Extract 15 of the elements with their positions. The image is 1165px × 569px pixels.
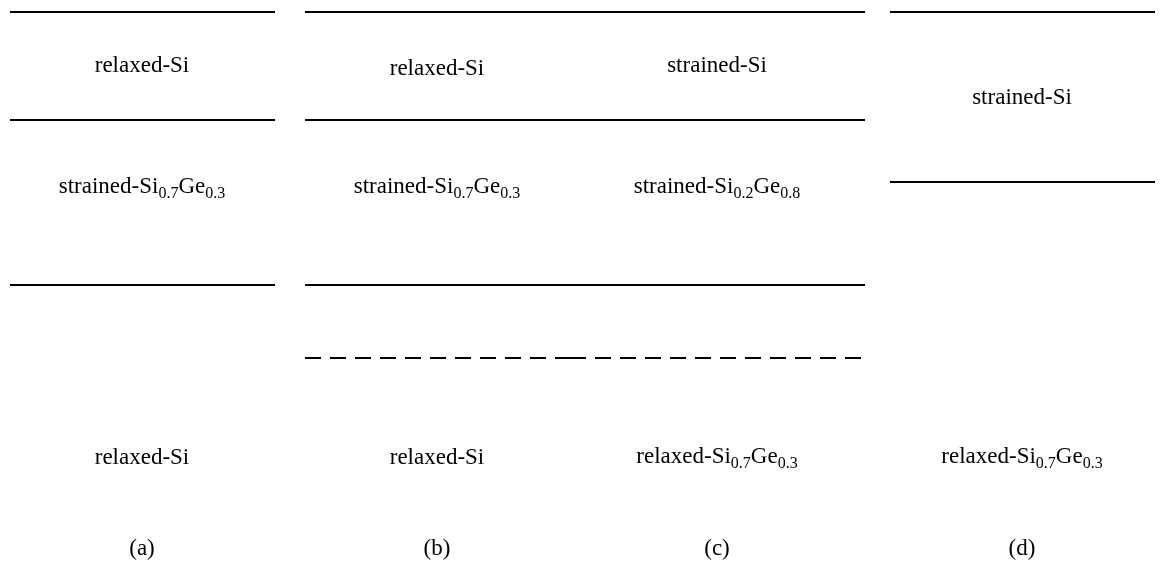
layer-label: strained-Si: [972, 83, 1072, 111]
layer-label: relaxed-Si: [94, 51, 190, 79]
layer-label: relaxed-Si: [389, 54, 485, 82]
layer-label: strained-Si: [667, 51, 767, 79]
substrate-label: relaxed-Si$_{0.7}$Ge$_{0.3}$: [941, 441, 1103, 473]
substrate-label: relaxed-Si: [389, 443, 485, 471]
substrate-label: relaxed-Si: [94, 443, 190, 471]
layer-label: strained-Si$_{0.2}$Ge$_{0.8}$: [633, 171, 801, 203]
panel-label: (b): [423, 534, 451, 562]
panel-label: (a): [129, 534, 155, 562]
panel-label: (c): [704, 534, 730, 562]
layer-label: strained-Si$_{0.7}$Ge$_{0.3}$: [353, 171, 521, 203]
substrate-label: relaxed-Si$_{0.7}$Ge$_{0.3}$: [636, 441, 798, 473]
panel-label: (d): [1008, 534, 1036, 562]
layer-label: strained-Si$_{0.7}$Ge$_{0.3}$: [58, 171, 226, 203]
